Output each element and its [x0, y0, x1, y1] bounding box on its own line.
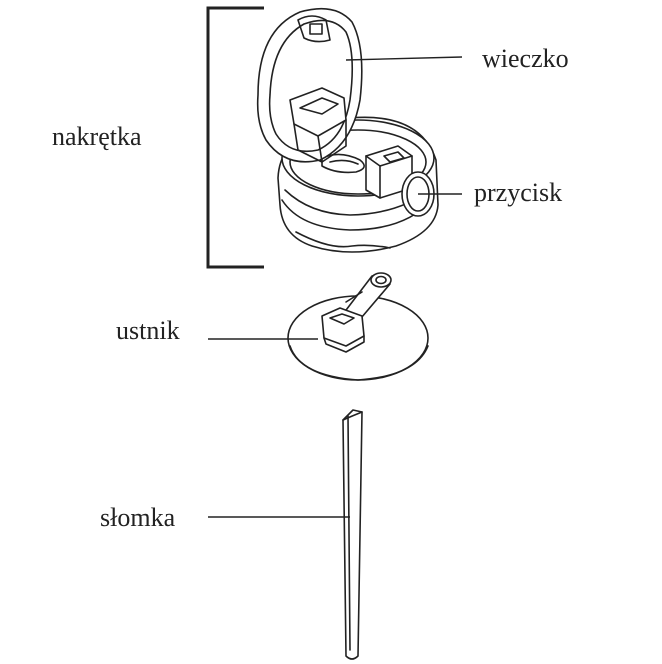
button-assembly [365, 145, 435, 217]
leader-lines [208, 56, 463, 518]
label-przycisk: przycisk [474, 178, 563, 207]
label-nakretka: nakrętka [52, 122, 142, 151]
label-wieczko: wieczko [482, 44, 569, 73]
leader-wieczko [345, 56, 463, 61]
label-ustnik: ustnik [116, 316, 180, 345]
mouthpiece [287, 272, 429, 381]
straw [342, 409, 363, 660]
label-slomka: słomka [100, 503, 176, 532]
lid [256, 7, 363, 163]
nakretka-bracket [206, 6, 264, 269]
cap-assembly [256, 7, 439, 253]
